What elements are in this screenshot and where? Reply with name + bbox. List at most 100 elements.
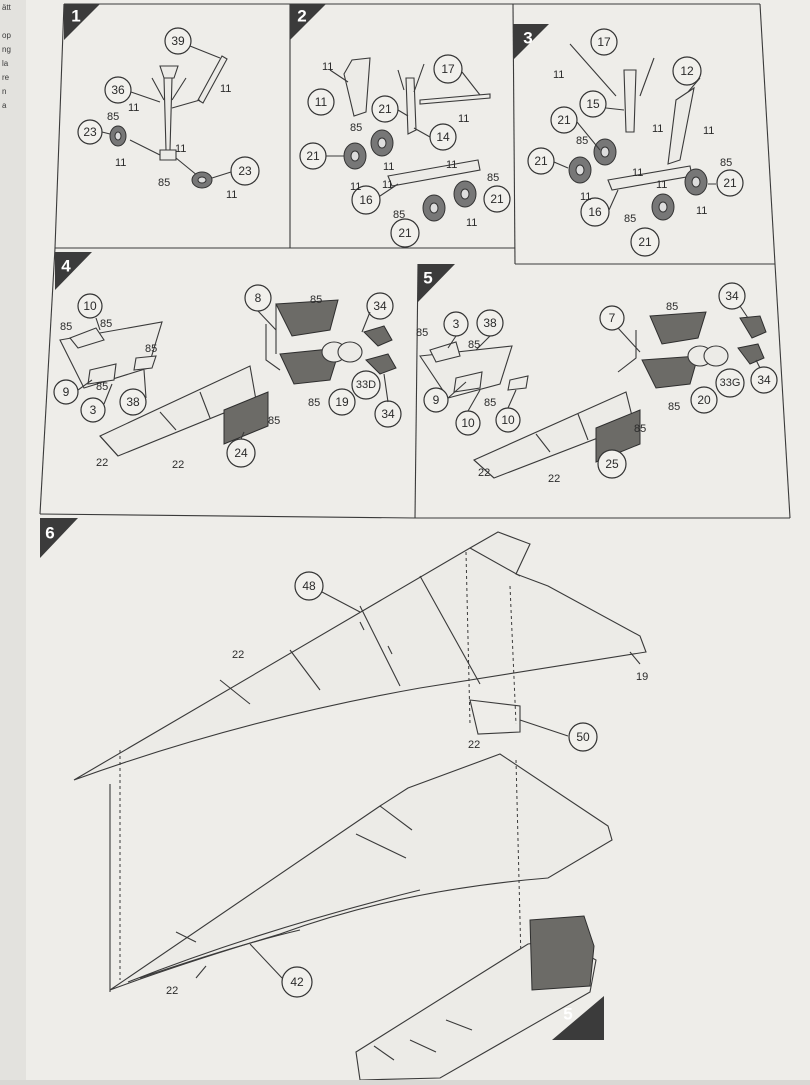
callout-part-17 (433, 54, 463, 84)
part-label: 11 (703, 125, 714, 137)
part-label: 11 (652, 123, 663, 135)
part-label: 85 (145, 343, 157, 355)
part-label: 11 (115, 157, 126, 169)
callout-part-17 (590, 28, 618, 56)
step-4-badge: 4 (55, 252, 92, 290)
callout-number: 20 (697, 393, 711, 407)
callout-part-21 (630, 227, 660, 257)
part-label: 11 (656, 179, 667, 191)
callout-number: 12 (680, 64, 694, 78)
callout-part-12 (672, 56, 702, 86)
callout-part-15 (579, 90, 607, 118)
part-label: 85 (576, 135, 588, 147)
callout-part-9 (53, 379, 79, 405)
step-number: 2 (297, 7, 306, 26)
part-label: 22 (478, 467, 490, 479)
callout-part-33g (715, 368, 745, 398)
side-text-line: a (2, 101, 7, 110)
step-6-badge: 6 (40, 518, 78, 558)
callout-part-11 (307, 88, 335, 116)
callout-number: 33D (356, 379, 376, 391)
callout-number: 21 (398, 226, 412, 240)
callout-part-39 (164, 27, 192, 55)
callout-part-36 (104, 76, 132, 104)
part-label: 85 (96, 381, 108, 393)
callout-number: 21 (490, 192, 504, 206)
callout-part-34 (366, 292, 394, 320)
callout-part-21 (390, 218, 420, 248)
part-label: 85 (350, 122, 362, 134)
step-2-badge: 2 (290, 4, 326, 40)
step-1-drawing: 39 36 23 23 11 11 11 11 11 85 85 (77, 27, 260, 201)
callout-number: 16 (588, 205, 602, 219)
callout-number: 15 (586, 97, 600, 111)
side-text-line: n (2, 87, 6, 96)
callout-number: 23 (83, 125, 97, 139)
part-label: 11 (383, 161, 394, 173)
part-label: 85 (107, 111, 119, 123)
step-number: 3 (523, 29, 532, 48)
callout-number: 19 (335, 395, 349, 409)
callout-number: 9 (433, 393, 440, 407)
callout-number: 34 (381, 407, 395, 421)
callout-number: 42 (290, 975, 304, 989)
part-label: 85 (484, 397, 496, 409)
part-label: 11 (696, 205, 707, 217)
callout-number: 21 (378, 102, 392, 116)
side-text-fragments: ätt op ng la re n a (2, 3, 12, 110)
callout-number: 16 (359, 193, 373, 207)
part-label: 85 (666, 301, 678, 313)
part-label: 11 (553, 69, 564, 81)
callout-number: 48 (302, 579, 316, 593)
callout-part-20 (690, 386, 718, 414)
callout-part-21 (716, 169, 744, 197)
callout-part-42 (281, 966, 313, 998)
callout-number: 21 (534, 154, 548, 168)
part-label: 85 (487, 172, 499, 184)
step-5-drawing: 3 38 9 10 10 7 34 34 20 33G 25 85 85 85 … (416, 282, 778, 485)
part-label: 85 (393, 209, 405, 221)
callout-part-3 (80, 397, 106, 423)
callout-number: 36 (111, 83, 125, 97)
part-label: 22 (96, 457, 108, 469)
step-5-badge: 5 (418, 264, 455, 302)
callout-part-21 (527, 147, 555, 175)
step-4-drawing: 10 9 3 38 8 34 19 33D 34 24 85 85 85 85 … (53, 284, 402, 471)
callout-part-34 (750, 366, 778, 394)
callout-number: 3 (90, 403, 97, 417)
part-label: 85 (60, 321, 72, 333)
callout-number: 3 (453, 317, 460, 331)
panel-frames (39, 3, 791, 519)
callout-number: 10 (501, 413, 515, 427)
callout-part-16 (351, 185, 381, 215)
part-label: 22 (172, 459, 184, 471)
part-label: 85 (268, 415, 280, 427)
side-text-line: op (2, 31, 11, 40)
callout-number: 34 (757, 373, 771, 387)
part-label: 11 (466, 217, 477, 229)
part-label: 22 (548, 473, 560, 485)
callout-number: 21 (638, 235, 652, 249)
callout-number: 39 (171, 34, 185, 48)
callout-part-25 (597, 449, 627, 479)
part-label: 85 (720, 157, 732, 169)
part-label: 11 (458, 113, 469, 125)
step-3-badge: 3 (513, 24, 549, 60)
callout-part-50 (568, 722, 598, 752)
part-label: 85 (416, 327, 428, 339)
part-label: 85 (468, 339, 480, 351)
callout-part-21 (483, 185, 511, 213)
side-text-line: la (2, 59, 9, 68)
step-number: 6 (45, 524, 54, 543)
part-label: 22 (166, 985, 178, 997)
part-label: 11 (175, 143, 186, 155)
callout-number: 24 (234, 446, 248, 460)
callout-number: 50 (576, 730, 590, 744)
callout-part-33d (351, 370, 381, 400)
callout-part-10 (77, 293, 103, 319)
callout-number: 9 (63, 385, 70, 399)
callout-part-9 (423, 387, 449, 413)
step-number: 4 (61, 257, 71, 276)
callout-number: 38 (126, 395, 140, 409)
